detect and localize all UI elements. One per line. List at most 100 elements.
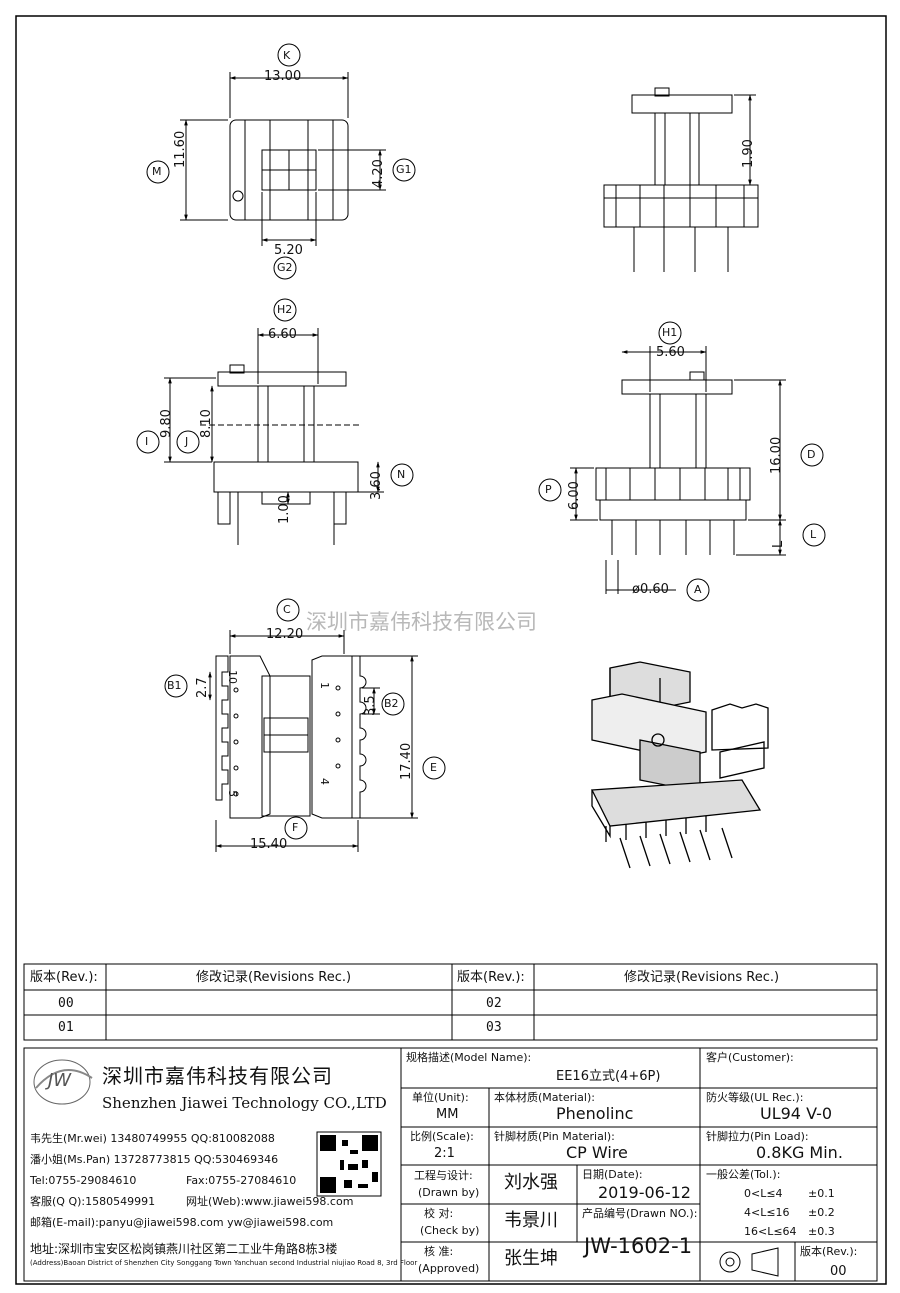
drawn-label: 工程与设计: — [414, 1169, 473, 1182]
contact-pan: 潘小姐(Ms.Pan) 13728773815 QQ:530469346 — [30, 1153, 279, 1166]
dim-bottom-pitch: 2.7 — [195, 677, 210, 698]
label-m: M — [152, 165, 162, 178]
customer-label: 客户(Customer): — [706, 1051, 794, 1064]
pin-load-label: 针脚拉力(Pin Load): — [706, 1130, 809, 1143]
ul-value: UL94 V-0 — [760, 1104, 833, 1123]
dim-bottom-length: 17.40 — [399, 742, 414, 780]
dim-top-center: 5.20 — [274, 243, 303, 258]
dim-side-height: 16.00 — [769, 436, 784, 474]
label-h2: H2 — [277, 303, 293, 316]
dim-top-width: 13.00 — [264, 69, 302, 84]
dim-side-base: 6.00 — [567, 481, 582, 510]
dim-side-upper: 1.90 — [741, 139, 756, 168]
tol1-value: ±0.1 — [808, 1187, 835, 1200]
label-i: I — [145, 435, 149, 448]
label-l: L — [810, 528, 817, 541]
dim-side-pin: L — [771, 540, 786, 548]
contact-web: 网址(Web):www.jiawei598.com — [186, 1195, 354, 1208]
side-view — [538, 321, 826, 602]
dim-bottom-inner: 12.20 — [266, 627, 304, 642]
date-value: 2019-06-12 — [598, 1183, 691, 1202]
bottom-view — [164, 598, 446, 852]
title-block-grid — [23, 1047, 878, 1282]
material-label: 本体材质(Material): — [494, 1091, 595, 1104]
label-j: J — [185, 435, 189, 448]
tol3-value: ±0.3 — [808, 1225, 835, 1238]
pin-load-value: 0.8KG Min. — [756, 1143, 843, 1162]
address-en: (Address)Baoan District of Shenzhen City… — [30, 1259, 418, 1267]
model-value: EE16立式(4+6P) — [556, 1069, 661, 1084]
label-c: C — [283, 603, 291, 616]
ul-label: 防火等级(UL Rec.): — [706, 1091, 804, 1104]
check-label: 校 对: — [424, 1207, 454, 1220]
contact-fax: Fax:0755-27084610 — [186, 1174, 297, 1187]
label-b2: B2 — [384, 697, 399, 710]
check-value: 韦景川 — [504, 1210, 558, 1231]
rec-header-2: 修改记录(Revisions Rec.) — [624, 970, 780, 985]
dim-front-upper: 8.10 — [199, 409, 214, 438]
dim-front-base: 3.60 — [369, 471, 384, 500]
contact-tel: Tel:0755-29084610 — [30, 1174, 137, 1187]
unit-label: 单位(Unit): — [412, 1091, 469, 1104]
label-a: A — [694, 583, 702, 596]
tol2-range: 4<L≤16 — [744, 1206, 790, 1219]
scale-label: 比例(Scale): — [410, 1130, 474, 1143]
dim-side-dia: ø0.60 — [632, 582, 669, 597]
label-p: P — [545, 483, 552, 496]
watermark: 深圳市嘉伟科技有限公司 — [306, 610, 537, 634]
drawn-value: 刘水强 — [504, 1172, 558, 1193]
drawn-no-value: JW-1602-1 — [584, 1234, 693, 1258]
label-k: K — [283, 49, 291, 62]
label-d: D — [807, 448, 816, 461]
dim-side-width: 5.60 — [656, 345, 685, 360]
dim-bottom-pitch2: 3.5 — [363, 695, 378, 716]
company-name-cn: 深圳市嘉伟科技有限公司 — [102, 1064, 333, 1088]
date-label: 日期(Date): — [582, 1168, 643, 1181]
unit-value: MM — [436, 1107, 459, 1122]
rev-row-00: 00 — [58, 996, 74, 1011]
tol1-range: 0<L≤4 — [744, 1187, 783, 1200]
pin-label-1: 1 — [318, 682, 331, 689]
approve-label: 核 准: — [424, 1245, 454, 1258]
dim-front-total: 9.80 — [159, 409, 174, 438]
revision-table-grid — [23, 963, 878, 1041]
pin-label-10: 10 — [226, 670, 239, 684]
label-b1: B1 — [167, 679, 182, 692]
tol-label: 一般公差(Tol.): — [706, 1168, 781, 1181]
tol2-value: ±0.2 — [808, 1206, 835, 1219]
drawn-no-label: 产品编号(Drawn NO.): — [582, 1207, 698, 1220]
top-view — [146, 43, 416, 280]
contact-email: 邮箱(E-mail):panyu@jiawei598.com yw@jiawei… — [30, 1216, 334, 1229]
pin-label-4: 4 — [318, 778, 331, 785]
dim-front-width: 6.60 — [268, 327, 297, 342]
address-cn: 地址:深圳市宝安区松岗镇燕川社区第二工业牛角路8栋3楼 — [30, 1242, 338, 1256]
approve-value: 张生坤 — [504, 1248, 558, 1269]
isometric-view — [590, 661, 769, 869]
rev-row-03: 03 — [486, 1020, 502, 1035]
material-value: Phenolinc — [556, 1104, 634, 1123]
side-view-upper — [603, 87, 759, 272]
scale-value: 2:1 — [434, 1146, 455, 1161]
model-label: 规格描述(Model Name): — [406, 1051, 532, 1064]
dim-front-gap: 1.00 — [277, 495, 292, 524]
front-view — [136, 298, 414, 545]
rev-header-1: 版本(Rev.): — [30, 970, 98, 985]
sheet-border — [15, 15, 887, 1285]
approve-label-en: (Approved) — [418, 1262, 480, 1275]
contact-wei: 韦先生(Mr.wei) 13480749955 QQ:810082088 — [30, 1132, 275, 1145]
dim-top-height: 11.60 — [173, 130, 188, 168]
check-label-en: (Check by) — [420, 1224, 480, 1237]
rev-row-02: 02 — [486, 996, 502, 1011]
label-f: F — [292, 821, 299, 834]
label-h1: H1 — [662, 326, 678, 339]
drawn-label-en: (Drawn by) — [418, 1186, 480, 1199]
pin-label-5: 5 — [226, 790, 239, 797]
contact-qq: 客服(Q Q):1580549991 — [30, 1195, 156, 1208]
rec-header-1: 修改记录(Revisions Rec.) — [196, 970, 352, 985]
rev-value: 00 — [830, 1264, 847, 1279]
company-name-en: Shenzhen Jiawei Technology CO.,LTD — [102, 1094, 387, 1112]
label-g1: G1 — [396, 163, 412, 176]
logo-text: JW — [48, 1070, 72, 1091]
